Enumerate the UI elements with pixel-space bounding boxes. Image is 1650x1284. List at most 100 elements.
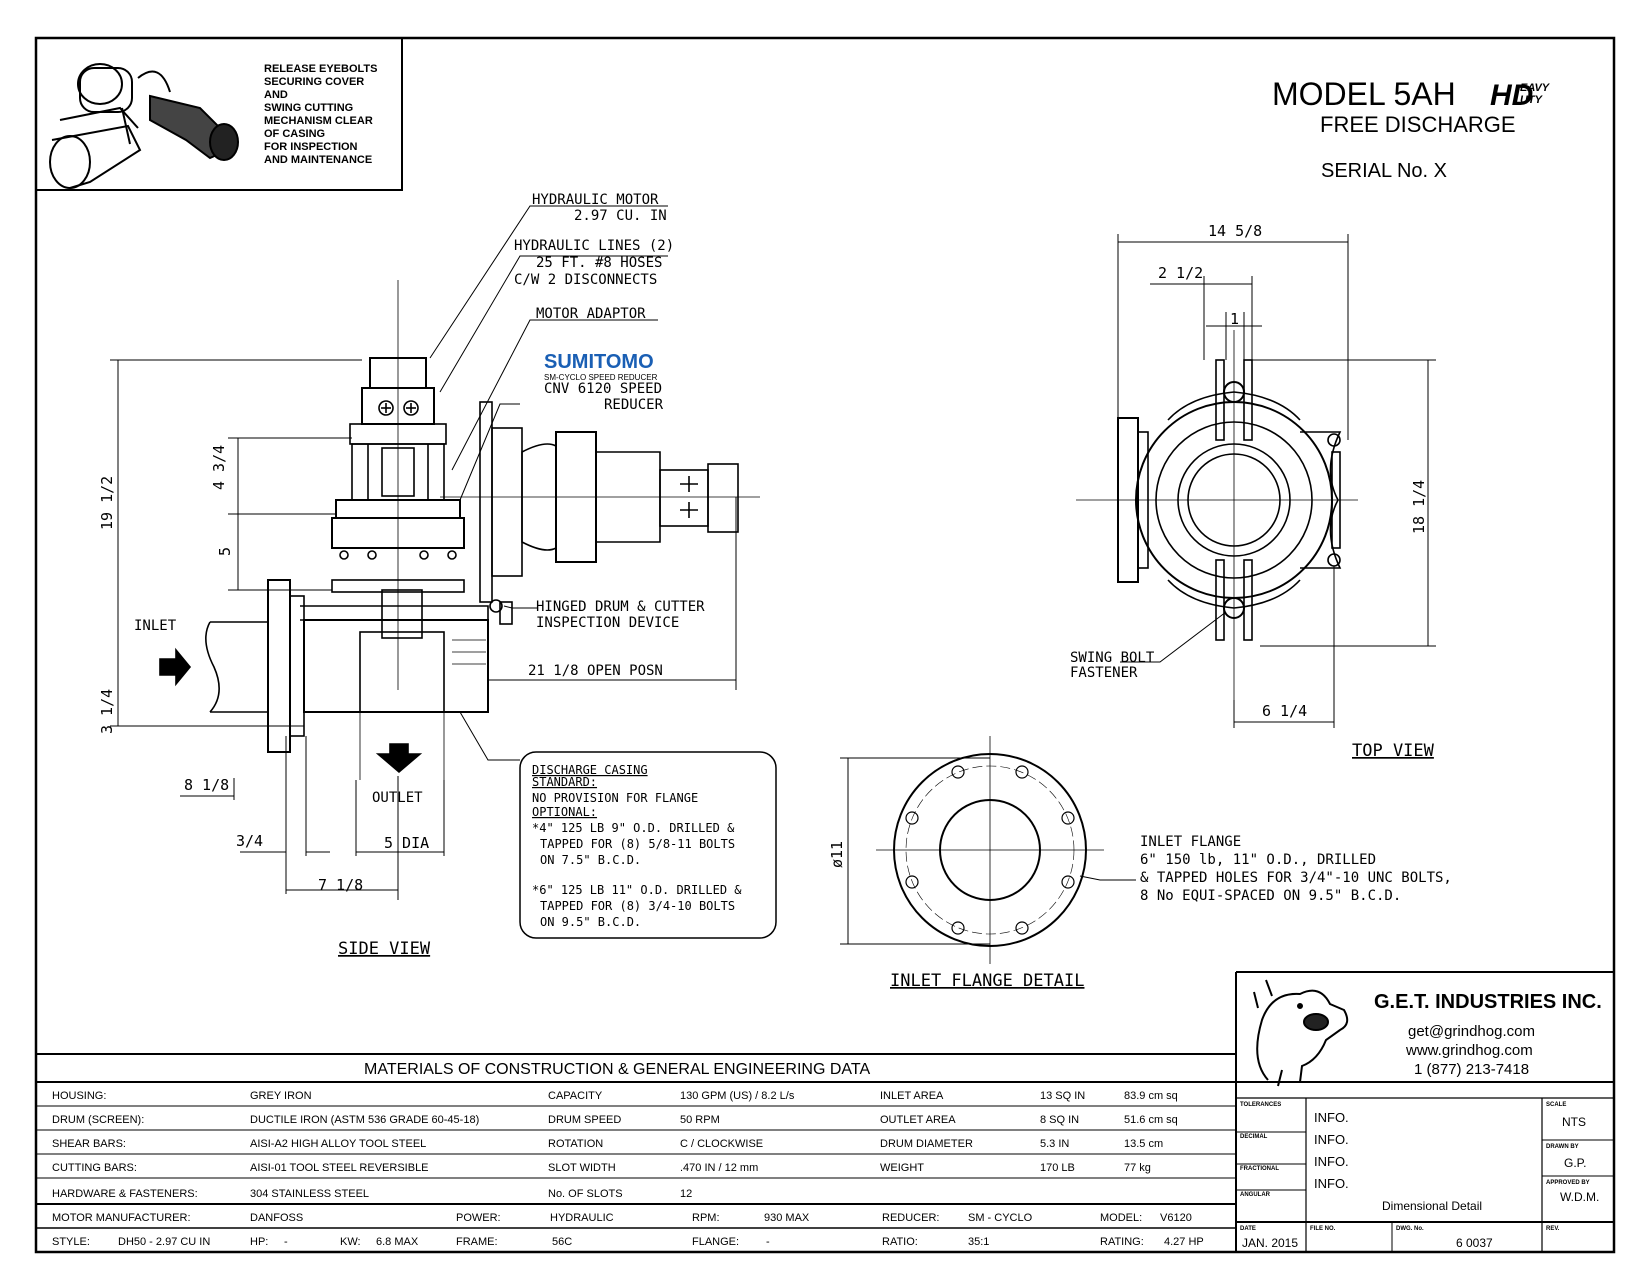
callout-hinged-2: INSPECTION DEVICE	[536, 615, 679, 631]
info-field: INFO.	[1314, 1176, 1349, 1191]
hd-logo: HD	[1490, 79, 1533, 112]
inlet-label: INLET	[134, 618, 177, 634]
materials-cell: 304 STAINLESS STEEL	[250, 1188, 369, 1200]
tolerance-label: DECIMAL	[1240, 1134, 1268, 1140]
materials-cell: SLOT WIDTH	[548, 1162, 616, 1174]
dwg-no-label: DWG. No.	[1396, 1226, 1424, 1232]
approved-by-value: W.D.M.	[1560, 1190, 1599, 1204]
drawn-by-label: DRAWN BY	[1546, 1144, 1579, 1150]
scale-label: SCALE	[1546, 1102, 1566, 1108]
dim-body-width: 7 1/8	[318, 876, 363, 894]
flange-note-line: 8 No EQUI-SPACED ON 9.5" B.C.D.	[1140, 888, 1401, 904]
model-title: MODEL 5AH	[1272, 76, 1456, 112]
materials-cell: 12	[680, 1188, 692, 1200]
tolerance-label: TOLERANCES	[1240, 1102, 1281, 1108]
note-line: AND MAINTENANCE	[264, 154, 372, 166]
style-cell: KW:	[340, 1236, 361, 1248]
inlet-flange-detail	[840, 736, 1136, 964]
model-subtitle: FREE DISCHARGE	[1320, 112, 1516, 137]
materials-cell: 51.6 cm sq	[1124, 1114, 1178, 1126]
info-field: INFO.	[1314, 1132, 1349, 1147]
swing-bolt-label: SWING BOLT	[1070, 650, 1155, 666]
materials-cell: C / CLOCKWISE	[680, 1138, 763, 1150]
materials-cell: CUTTING BARS:	[52, 1162, 137, 1174]
dim-top-a: 2 1/2	[1158, 264, 1203, 282]
side-view-title: SIDE VIEW	[338, 939, 431, 959]
top-view-dimensions	[1117, 234, 1436, 728]
dim-height-top: 4 3/4	[210, 445, 228, 490]
grinder-illustration	[49, 63, 239, 189]
rev-label: REV.	[1546, 1226, 1560, 1232]
title-block	[1236, 1097, 1614, 1252]
callout-reducer: CNV 6120 SPEED	[544, 381, 662, 397]
materials-cell: DRUM (SCREEN):	[52, 1114, 144, 1126]
model-header: MODEL 5AH HD EAVY UTY FREE DISCHARGE SER…	[1272, 76, 1551, 182]
materials-table-text: MATERIALS OF CONSTRUCTION & GENERAL ENGI…	[364, 1061, 870, 1078]
materials-cell: 50 RPM	[680, 1114, 720, 1126]
style-cell: FRAME:	[456, 1236, 498, 1248]
callout-motor: HYDRAULIC MOTOR	[532, 192, 659, 208]
company-block: G.E.T. INDUSTRIES INC. get@grindhog.com …	[1235, 971, 1614, 1252]
dwg-no-value: 6 0037	[1456, 1236, 1493, 1250]
company-web: www.grindhog.com	[1405, 1042, 1533, 1059]
style-cell: RATING:	[1100, 1236, 1144, 1248]
note-line: FOR INSPECTION	[264, 141, 358, 153]
motor-cell: SM - CYCLO	[968, 1212, 1033, 1224]
dim-open-posn: 21 1/8 OPEN POSN	[528, 663, 663, 679]
dim-inlet-width: 8 1/8	[184, 776, 229, 794]
note-box: RELEASE EYEBOLTS SECURING COVER AND SWIN…	[35, 37, 403, 191]
date-value: JAN. 2015	[1242, 1236, 1298, 1250]
discharge-line: NO PROVISION FOR FLANGE	[532, 791, 698, 805]
date-label: DATE	[1240, 1226, 1256, 1232]
discharge-line: TAPPED FOR (8) 5/8-11 BOLTS	[540, 837, 735, 851]
dim-top-width: 14 5/8	[1208, 222, 1262, 240]
serial-number: SERIAL No. X	[1321, 160, 1447, 182]
dim-height-mid: 5	[216, 547, 234, 556]
motor-cell: POWER:	[456, 1212, 501, 1224]
tolerance-label: FRACTIONAL	[1240, 1166, 1279, 1172]
dim-height-total: 19 1/2	[98, 476, 116, 530]
callout-lines-hoses: 25 FT. #8 HOSES	[536, 255, 662, 271]
side-view	[159, 280, 760, 780]
callout-lines: HYDRAULIC LINES (2)	[514, 238, 674, 254]
flange-note-line: INLET FLANGE	[1140, 834, 1241, 850]
side-view-labels: HYDRAULIC MOTOR 2.97 CU. IN HYDRAULIC LI…	[98, 192, 705, 959]
materials-cell: 13 SQ IN	[1040, 1090, 1085, 1102]
discharge-line: *6" 125 LB 11" O.D. DRILLED &	[532, 883, 742, 897]
materials-cell: 8 SQ IN	[1040, 1114, 1079, 1126]
dim-top-height: 18 1/4	[1410, 480, 1428, 534]
callout-lines-disconnects: C/W 2 DISCONNECTS	[514, 272, 657, 288]
materials-cell: DUCTILE IRON (ASTM 536 GRADE 60-45-18)	[250, 1114, 479, 1126]
style-cell: -	[284, 1236, 288, 1248]
materials-cell: INLET AREA	[880, 1090, 944, 1102]
style-cell: 56C	[552, 1236, 572, 1248]
note-line: SWING CUTTING	[264, 102, 353, 114]
style-cell: -	[766, 1236, 770, 1248]
materials-cell: .470 IN / 12 mm	[680, 1162, 758, 1174]
materials-cell: HOUSING:	[52, 1090, 106, 1102]
materials-cell: ROTATION	[548, 1138, 603, 1150]
file-no-label: FILE NO.	[1310, 1226, 1336, 1232]
materials-cell: DRUM SPEED	[548, 1114, 621, 1126]
style-cell: DH50 - 2.97 CU IN	[118, 1236, 210, 1248]
company-name: G.E.T. INDUSTRIES INC.	[1374, 991, 1602, 1013]
discharge-line: OPTIONAL:	[532, 805, 597, 819]
style-cell: FLANGE:	[692, 1236, 739, 1248]
materials-cell: WEIGHT	[880, 1162, 924, 1174]
discharge-line: TAPPED FOR (8) 3/4-10 BOLTS	[540, 899, 735, 913]
drawn-by-value: G.P.	[1564, 1156, 1586, 1170]
dim-outlet-dia: 5 DIA	[384, 834, 429, 852]
callout-motor-size: 2.97 CU. IN	[574, 208, 667, 224]
motor-cell: DANFOSS	[250, 1212, 303, 1224]
top-view-labels: 14 5/8 2 1/2 1 18 1/4 6 1/4 SWING BOLT F…	[1070, 222, 1435, 761]
materials-cell: No. OF SLOTS	[548, 1188, 623, 1200]
tolerance-label: ANGULAR	[1240, 1192, 1271, 1198]
callout-reducer-2: REDUCER	[604, 397, 664, 413]
style-cell: 6.8 MAX	[376, 1236, 419, 1248]
hd-logo-uty: UTY	[1520, 94, 1544, 106]
dim-height-low: 3 1/4	[98, 689, 116, 734]
discharge-line: STANDARD:	[532, 775, 597, 789]
scale-value: NTS	[1562, 1115, 1586, 1129]
